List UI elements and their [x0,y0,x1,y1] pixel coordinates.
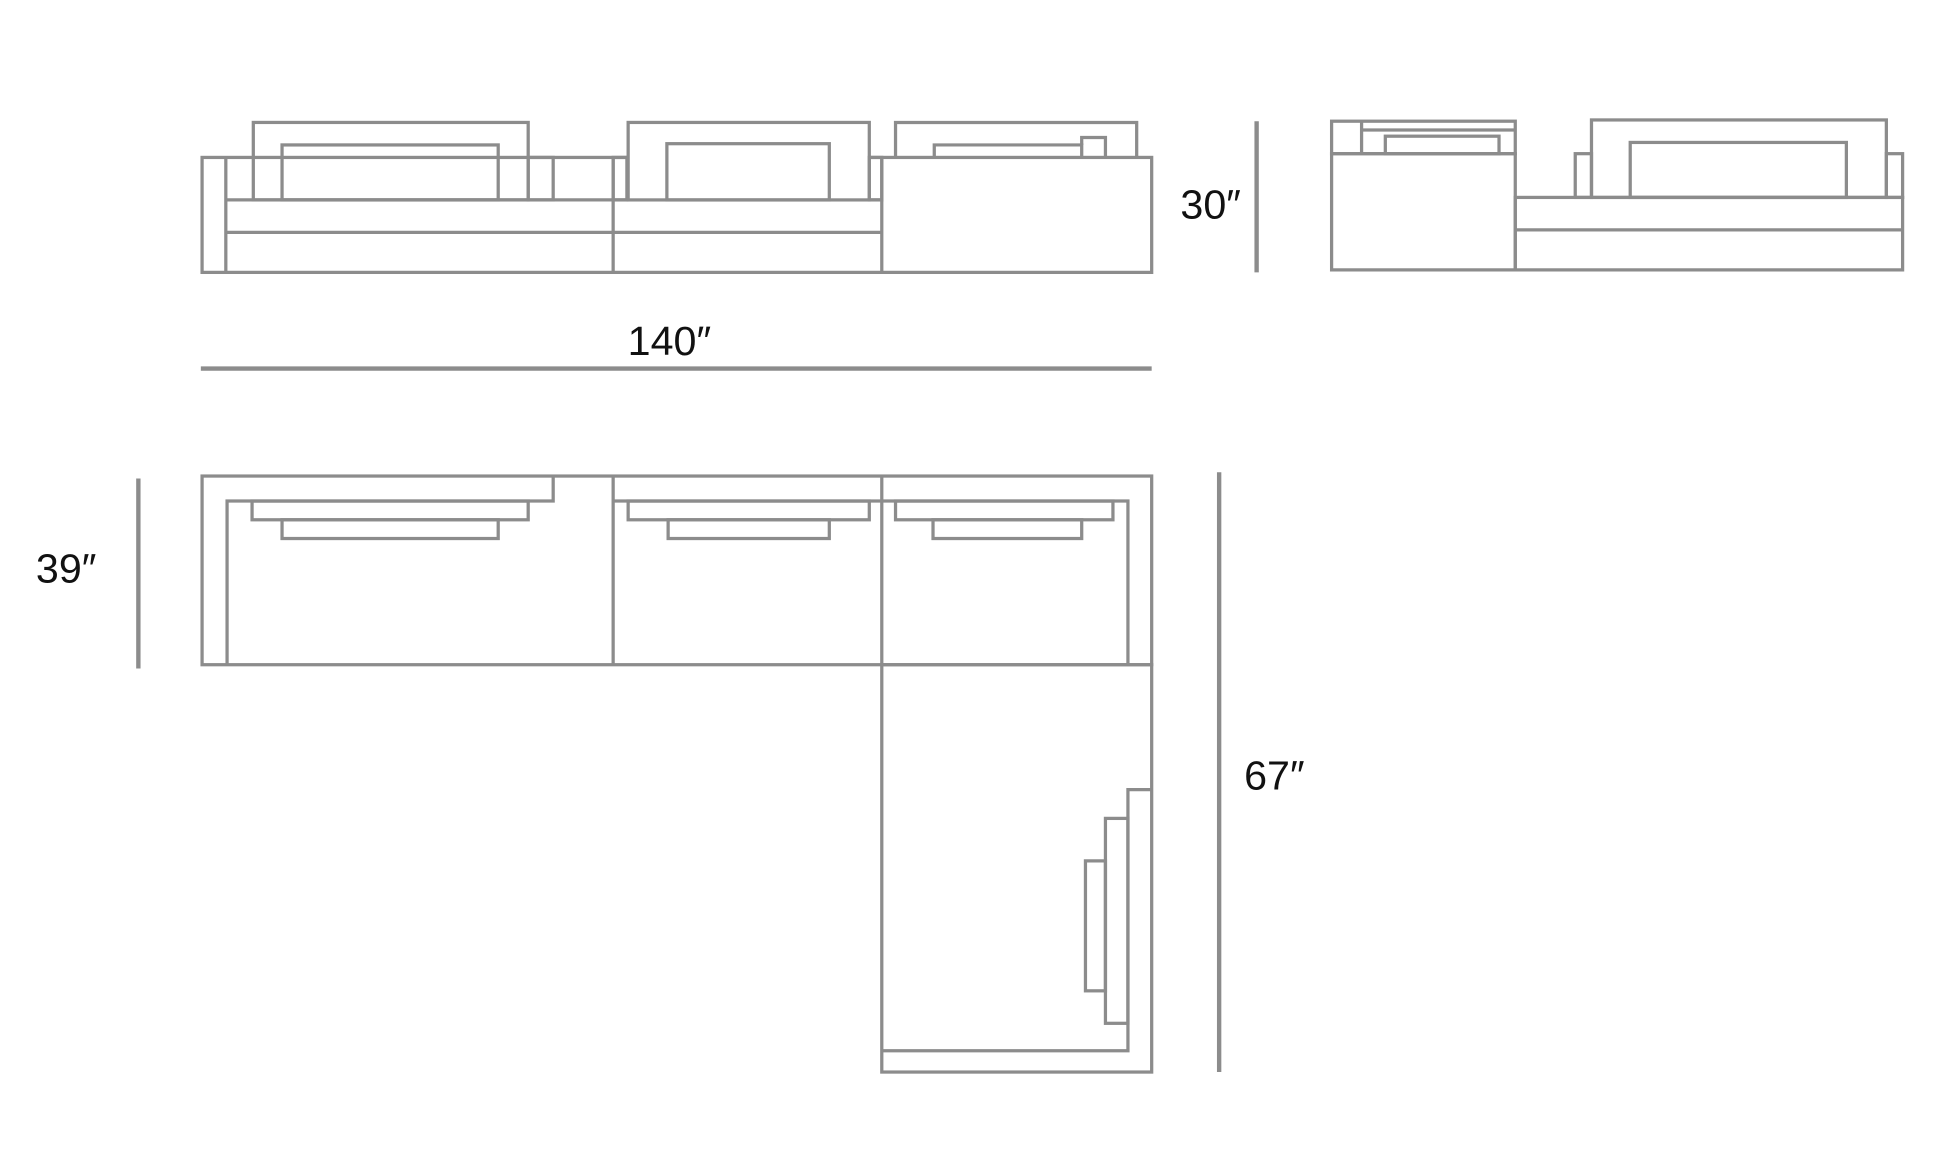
side-view [1329,118,1905,272]
depth-label: 39″ [36,545,96,591]
front-view [200,120,1154,275]
width-label: 140″ [628,318,711,364]
height-label: 30″ [1180,182,1240,228]
chaise-length-label: 67″ [1244,753,1304,799]
top-view [200,474,1154,1074]
